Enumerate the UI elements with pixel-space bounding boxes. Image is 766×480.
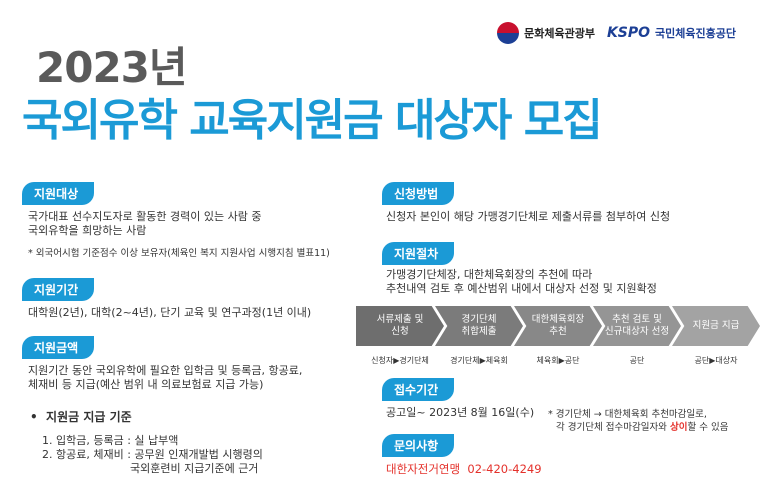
procedure-step-label-line2: 신청 <box>391 326 409 337</box>
criteria-heading-text: 지원금 지급 기준 <box>46 410 132 424</box>
procedure-step-actor: 체육회▶공단 <box>536 356 580 365</box>
eligibility-note: * 외국어시험 기준점수 이상 보유자(체육인 복지 지원사업 시행지침 별표1… <box>28 248 330 259</box>
procedure-step-label-line2: 취합제출 <box>461 326 497 337</box>
mcst-name: 문화체육관광부 <box>524 27 595 40</box>
contact-org: 대한자전거연맹 <box>386 462 461 476</box>
deadline-badge: 접수기간 <box>382 378 455 401</box>
procedure-step-5: 지원금 지급 <box>672 306 760 346</box>
taegeuk-icon <box>497 22 520 44</box>
contact-badge: 문의사항 <box>382 434 455 457</box>
procedure-step-label: 지원금 지급 <box>693 320 740 332</box>
procedure-flow-labels: 신청자▶경기단체 경기단체▶체육회 체육회▶공단 공단 공단▶대상자 <box>356 355 760 369</box>
amount-line1: 지원기간 동안 국외유학에 필요한 입학금 및 등록금, 항공료, <box>28 364 303 377</box>
procedure-step-label-line1: 서류제출 및 <box>376 314 424 325</box>
kspo-mark: KSPO <box>606 25 651 41</box>
contact-phone[interactable]: 02-420-4249 <box>467 462 542 476</box>
method-text: 신청자 본인이 해당 가맹경기단체로 제출서류를 첨부하여 신청 <box>386 210 671 223</box>
eligibility-badge: 지원대상 <box>22 182 95 205</box>
procedure-step-actor: 경기단체▶체육회 <box>450 356 508 365</box>
eligibility-line2: 국외유학을 희망하는 사람 <box>28 224 147 237</box>
criteria-item2: 2. 항공료, 체재비 : 공무원 인재개발법 시행령의 <box>42 448 263 461</box>
kspo-name: 국민체육진흥공단 <box>655 27 736 40</box>
logo-bar: 문화체육관광부 KSPO 국민체육진흥공단 <box>497 22 736 44</box>
criteria-item2-cont: 국외훈련비 지급기준에 근거 <box>130 462 259 475</box>
contact-line: 대한자전거연맹 02-420-4249 <box>386 462 542 476</box>
poster-year: 2023년 <box>36 43 188 92</box>
method-badge: 신청방법 <box>382 182 455 205</box>
procedure-badge: 지원절차 <box>382 242 455 265</box>
period-text: 대학원(2년), 대학(2~4년), 단기 교육 및 연구과정(1년 이내) <box>28 306 312 319</box>
amount-badge: 지원금액 <box>22 336 95 359</box>
procedure-step-label-line1: 대한체육회장 <box>531 314 585 325</box>
criteria-heading: • 지원금 지급 기준 <box>30 410 132 424</box>
kspo-logo: KSPO 국민체육진흥공단 <box>607 25 736 41</box>
poster-title: 국외유학 교육지원금 대상자 모집 <box>22 95 603 146</box>
procedure-step-actor: 공단 <box>629 356 645 365</box>
mcst-logo: 문화체육관광부 <box>497 22 595 44</box>
deadline-note1: * 경기단체 → 대한체육회 추천마감일로, <box>548 409 707 420</box>
procedure-step-actor: 공단▶대상자 <box>694 356 738 365</box>
period-badge: 지원기간 <box>22 278 95 301</box>
eligibility-line1: 국가대표 선수지도자로 활동한 경력이 있는 사람 중 <box>28 210 262 223</box>
criteria-item1: 1. 입학금, 등록금 : 실 납부액 <box>42 434 179 447</box>
procedure-step-label-line1: 경기단체 <box>461 314 497 325</box>
amount-line2: 체재비 등 지급(예산 범위 내 의료보험료 지급 가능) <box>28 378 264 391</box>
deadline-note2-post: 할 수 있음 <box>687 422 729 433</box>
deadline-text: 공고일~ 2023년 8월 16일(수) <box>386 406 535 419</box>
procedure-step-label-line1: 지원금 지급 <box>692 320 740 331</box>
deadline-note2-red: 상이 <box>669 422 688 433</box>
procedure-step-actor: 신청자▶경기단체 <box>371 356 429 365</box>
deadline-note2: 각 경기단체 접수마감일자와 상이할 수 있음 <box>556 419 728 433</box>
procedure-step-label-line2: 추천 <box>549 326 567 337</box>
procedure-step-label-line2: 신규대상자 선정 <box>604 326 670 337</box>
bullet-icon: • <box>30 410 47 424</box>
procedure-line1: 가맹경기단체장, 대한체육회장의 추천에 따라 <box>386 268 593 281</box>
deadline-note2-pre: 각 경기단체 접수마감일자와 <box>556 422 670 433</box>
procedure-line2: 추천내역 검토 후 예산범위 내에서 대상자 선정 및 지원확정 <box>386 282 657 295</box>
procedure-step-label-line1: 추천 검토 및 <box>612 314 662 325</box>
